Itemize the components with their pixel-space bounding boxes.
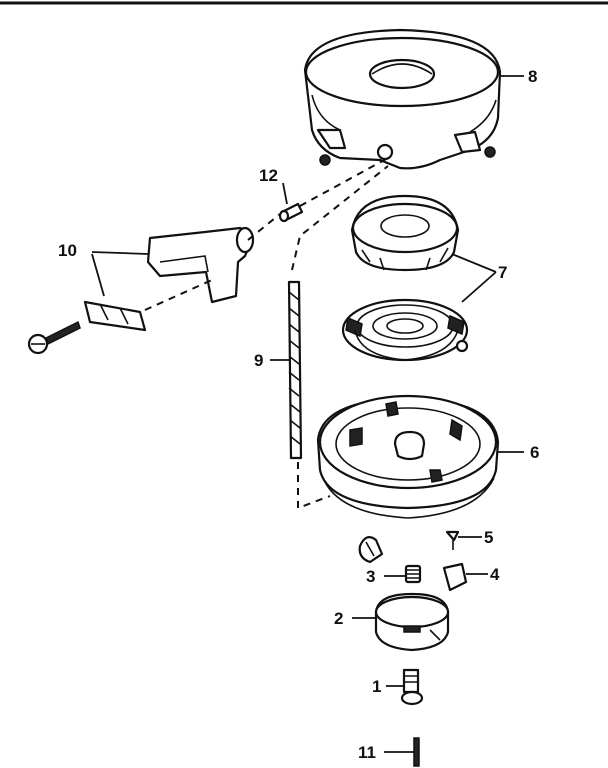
- part-2-retainer-cup: [374, 592, 450, 652]
- part-12-bushing: [278, 202, 304, 223]
- callout-12: 12: [259, 166, 278, 185]
- callout-2: 2: [334, 609, 343, 628]
- part-10-starter-handle: [83, 226, 255, 332]
- callout-1: 1: [372, 677, 381, 696]
- callout-7: 7: [498, 263, 507, 282]
- part-5-pin: [445, 530, 460, 550]
- callout-3: 3: [366, 567, 375, 586]
- callout-4: 4: [490, 565, 500, 584]
- callout-8: 8: [528, 67, 537, 86]
- leader-lines: [91, 75, 524, 753]
- callout-6: 6: [530, 443, 539, 462]
- callouts: 8 12 10 7 9 6 5 4 3 2 1 11: [58, 67, 539, 762]
- part-4-dog: [442, 562, 468, 592]
- callout-11: 11: [358, 743, 376, 762]
- part-11-pin: [413, 737, 420, 767]
- callout-9: 9: [254, 351, 263, 370]
- assembly-lines: [144, 157, 389, 510]
- handle-screw: [27, 320, 81, 355]
- retainer-clip: [358, 536, 384, 564]
- part-7-spring-cover: [350, 194, 460, 272]
- part-7-recoil-spring: [341, 298, 469, 362]
- part-9-starter-rope: [287, 280, 303, 460]
- part-8-starter-housing: [303, 28, 502, 170]
- part-1-screw: [400, 668, 424, 706]
- callout-5: 5: [484, 528, 493, 547]
- part-3-spring: [404, 564, 422, 584]
- part-6-pulley: [316, 394, 500, 519]
- callout-10: 10: [58, 241, 77, 260]
